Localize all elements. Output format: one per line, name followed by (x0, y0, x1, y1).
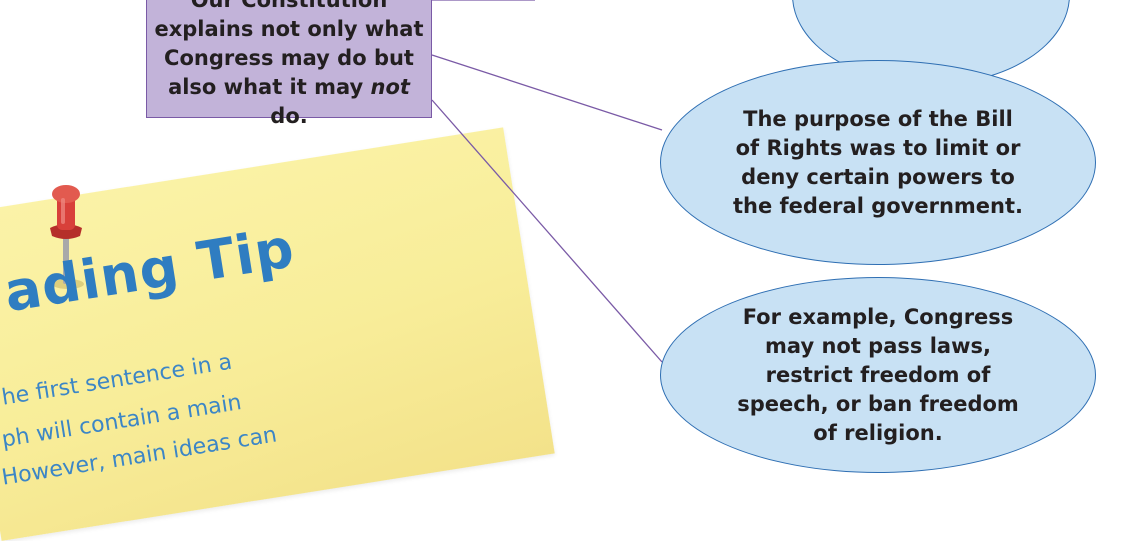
emphasis-not: not (370, 74, 410, 99)
detail-text: The purpose of the Bill of Rights was to… (732, 106, 1024, 218)
main-idea-box: Our Constitution explains not only what … (146, 0, 432, 128)
main-idea-text: Our Constitution explains not only what … (154, 0, 424, 128)
detail-text: For example, Congress may not pass laws,… (737, 304, 1019, 445)
connector-mid (431, 54, 663, 131)
detail-oval-bill-of-rights: The purpose of the Bill of Rights was to… (660, 60, 1096, 265)
connector-bot (431, 99, 663, 363)
pushpin-icon (50, 185, 84, 289)
detail-oval-example: For example, Congress may not pass laws,… (660, 277, 1096, 473)
connector-lines (431, 0, 663, 363)
